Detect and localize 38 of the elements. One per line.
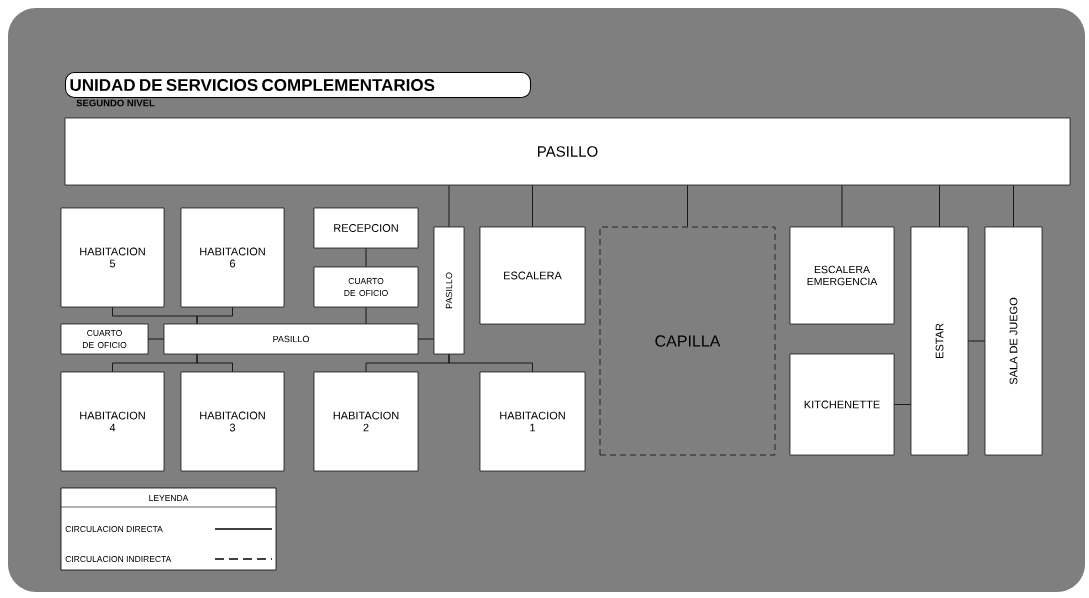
connector-line <box>365 247 367 268</box>
connector-line <box>939 184 940 228</box>
room-box: HABITACION 3 <box>180 371 285 472</box>
legend-text: CIRCULACION INDIRECTA <box>65 556 172 562</box>
connector-line <box>365 306 367 325</box>
room-box: KITCHENETTE <box>789 353 895 456</box>
room-box: HABITACION 1 <box>479 371 586 472</box>
connector-line <box>893 404 912 405</box>
title-box: UNIDAD DE SERVICIOS COMPLEMENTARIOS <box>65 72 531 98</box>
legend-text: CIRCULACION DIRECTA <box>65 526 163 532</box>
connector-line <box>1013 184 1014 228</box>
level-label: SEGUNDO NIVEL <box>76 99 155 107</box>
room-outline: CAPILLA <box>599 226 776 456</box>
room-box: HABITACION 2 <box>313 371 419 472</box>
connector-line <box>448 353 533 373</box>
room-box: CUARTO DE OFICIO <box>60 323 149 355</box>
connector-line <box>687 184 688 228</box>
room-box: HABITACION 5 <box>60 207 165 308</box>
connector-line <box>448 184 450 228</box>
connector-line <box>841 184 843 228</box>
room-box: PASILLO <box>64 117 1071 186</box>
room-box: PASILLO <box>163 323 419 355</box>
connector-line <box>196 353 233 373</box>
room-box: CUARTO DE OFICIO <box>313 266 419 308</box>
connector-line <box>532 184 533 228</box>
room-box: ESCALERA <box>479 226 586 325</box>
connector-line <box>196 306 233 325</box>
connector-line <box>417 338 435 340</box>
room-box: ESCALERA EMERGENCIA <box>789 226 895 325</box>
connector-line <box>147 338 165 340</box>
room-box: SALA DE JUEGO <box>984 226 1043 456</box>
room-box: RECEPCION <box>313 207 419 249</box>
connector-line <box>967 340 986 342</box>
room-box: ESTAR <box>910 226 969 456</box>
room-box: HABITACION 6 <box>180 207 285 308</box>
legend-heading: LEYENDA <box>149 495 189 501</box>
room-box: HABITACION 4 <box>60 371 165 472</box>
room-box: PASILLO <box>433 226 465 355</box>
